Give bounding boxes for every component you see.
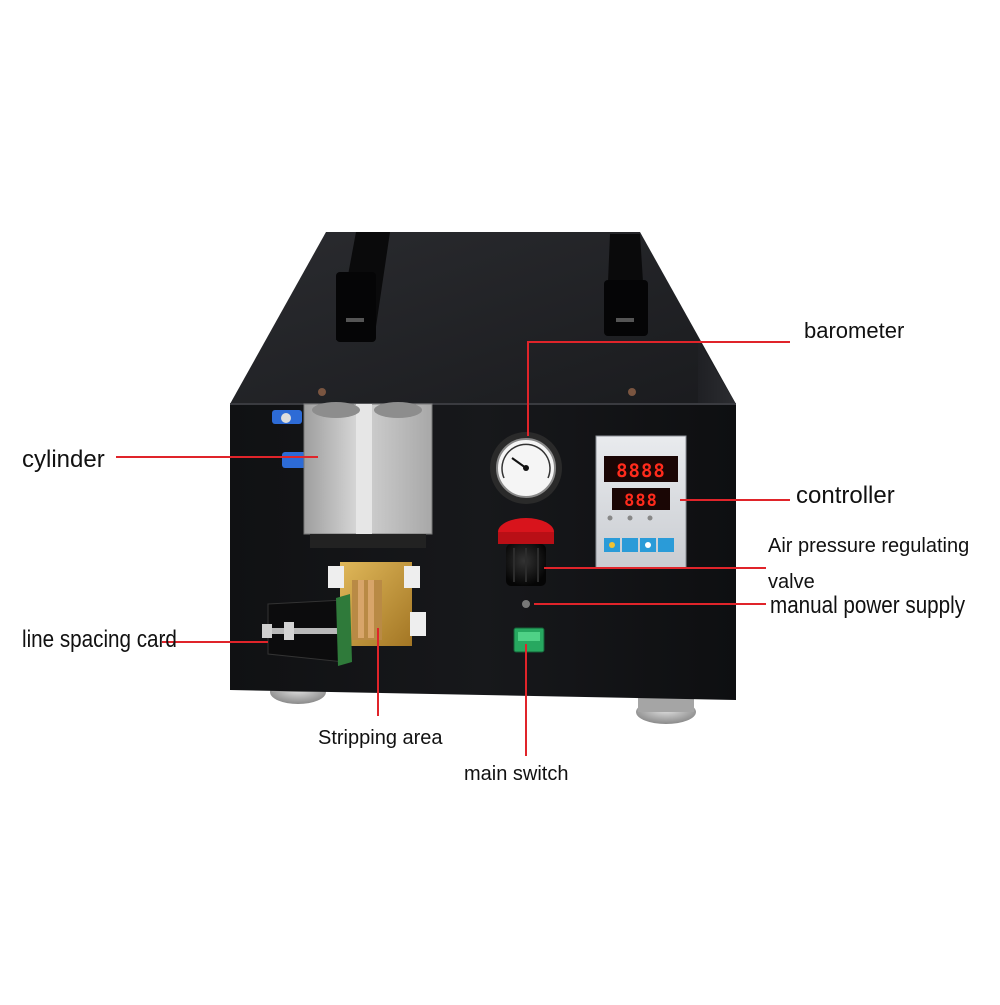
cylinder-unit xyxy=(303,402,433,548)
leader-barometer xyxy=(527,341,790,436)
label-barometer: barometer xyxy=(804,318,905,343)
barometer-gauge xyxy=(490,432,562,504)
label-stripping-area: Stripping area xyxy=(318,727,443,749)
main-switch xyxy=(513,627,545,653)
label-controller: controller xyxy=(796,482,895,509)
line-spacing-card-unit xyxy=(262,594,352,666)
label-cylinder: cylinder xyxy=(22,446,105,473)
label-line-spacing: line spacing card xyxy=(22,626,177,653)
controller-bottom-display: 888 xyxy=(624,491,658,511)
handle-right xyxy=(604,234,648,336)
stripping-area-unit xyxy=(328,562,426,646)
leader-lines xyxy=(116,341,790,756)
machine-top xyxy=(230,232,736,404)
label-air-valve-line1: Air pressure regulating xyxy=(768,535,970,557)
label-manual-power: manual power supply xyxy=(770,592,966,619)
label-air-valve-line2: valve xyxy=(768,571,815,593)
handle-left xyxy=(336,232,390,342)
controller-panel: 8888 888 xyxy=(595,435,687,569)
air-regulating-valve xyxy=(498,518,554,586)
controller-top-display: 8888 xyxy=(616,460,666,482)
label-main-switch: main switch xyxy=(464,763,569,785)
manual-power-button xyxy=(522,600,530,608)
